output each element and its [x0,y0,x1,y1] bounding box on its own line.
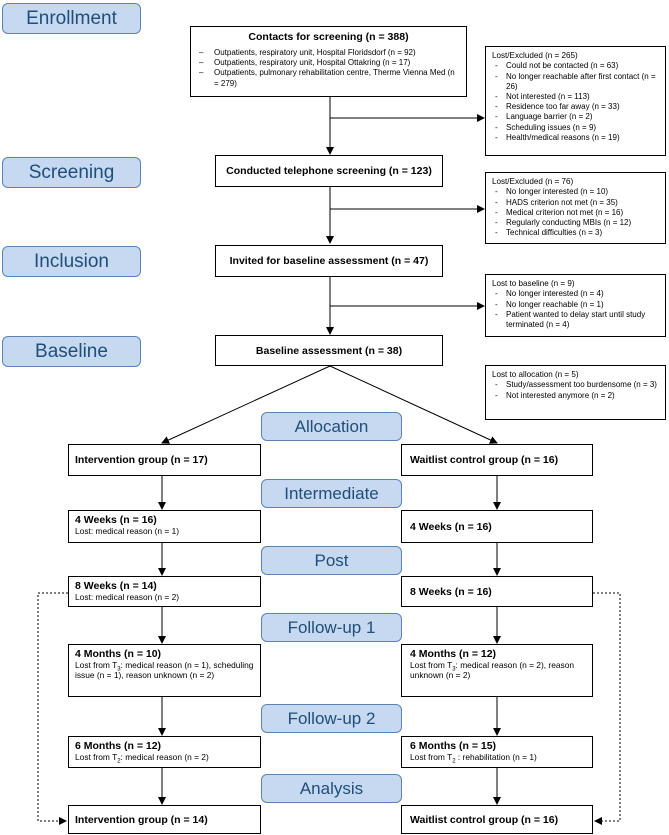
arrow-baseline-to-waitlist [329,365,498,444]
contacts-item: Outpatients, respiratory unit, Hospital … [197,58,460,68]
intervention-4months-lost-prefix: Lost from T [75,660,118,670]
intervention-6months-lost-prefix: Lost from T [75,752,118,762]
intervention-6months-lost: Lost from T2: medical reason (n = 2) [75,752,254,765]
stage-enrollment: Enrollment [2,3,141,34]
lost-allocation-item: Study/assessment too burdensome (n = 3) [492,380,661,390]
excluded1-box: Lost/Excluded (n = 265) Could not be con… [485,46,666,156]
intervention-4months-lost: Lost from T3: medical reason (n = 1), sc… [75,660,254,681]
intervention-6months-lost-suffix: : medical reason (n = 2) [120,752,209,762]
intervention-group-box: Intervention group (n = 17) [68,444,261,476]
waitlist-6months-lost: Lost from T2 : rehabilitation (n = 1) [410,752,586,765]
waitlist-4months-lost: Lost from T3: medical reason (n = 2), re… [410,660,586,681]
contacts-title: Contacts for screening (n = 388) [248,31,409,43]
excluded2-item: No longer interested (n = 10) [492,187,661,197]
phase-followup1: Follow-up 1 [261,613,402,642]
waitlist-6months-lost-prefix: Lost from T [410,752,453,762]
lost-allocation-box: Lost to allocation (n = 5) Study/assessm… [485,365,666,420]
waitlist-4weeks-box: 4 Weeks (n = 16) [401,510,593,543]
phase-allocation: Allocation [261,412,402,441]
intervention-4months-title: 4 Months (n = 10) [75,648,162,660]
excluded1-item: Health/medical reasons (n = 19) [492,133,661,143]
lost-allocation-header: Lost to allocation (n = 5) [492,370,579,379]
intervention-8weeks-lost: Lost: medical reason (n = 2) [75,592,180,602]
stage-baseline: Baseline [2,336,141,367]
excluded2-item: Regularly conducting MBIs (n = 12) [492,218,661,228]
lost-baseline-item: No longer reachable (n = 1) [492,300,661,310]
intervention-6months-title: 6 Months (n = 12) [75,740,162,752]
waitlist-4months-lost-prefix: Lost from T [410,660,453,670]
intervention-8weeks-title: 8 Weeks (n = 14) [75,580,157,592]
phase-analysis: Analysis [261,774,402,803]
excluded2-header: Lost/Excluded (n = 76) [492,177,574,186]
excluded1-item: Language barrier (n = 2) [492,112,661,122]
lost-allocation-item: Not interested anymore (n = 2) [492,391,661,401]
waitlist-8weeks-title: 8 Weeks (n = 16) [410,585,492,598]
waitlist-4months-box: 4 Months (n = 12) Lost from T3: medical … [401,644,593,697]
waitlist-analysis-title: Waitlist control group (n = 16) [410,813,559,826]
waitlist-6months-box: 6 Months (n = 15) Lost from T2 : rehabil… [401,736,593,768]
waitlist-4weeks-title: 4 Weeks (n = 16) [410,520,492,533]
waitlist-8weeks-box: 8 Weeks (n = 16) [401,576,593,607]
excluded2-box: Lost/Excluded (n = 76) No longer interes… [485,172,666,244]
contacts-item: Outpatients, pulmonary rehabilitation ce… [197,68,460,88]
intervention-group-title: Intervention group (n = 17) [75,454,208,466]
intervention-analysis-box: Intervention group (n = 14) [68,805,261,834]
waitlist-6months-title: 6 Months (n = 15) [410,740,497,752]
contacts-box: Contacts for screening (n = 388) Outpati… [190,26,467,97]
waitlist-group-title: Waitlist control group (n = 16) [410,454,559,466]
intervention-6months-box: 6 Months (n = 12) Lost from T2: medical … [68,736,261,768]
dotted-connector-waitlist [593,592,621,825]
excluded2-item: Technical difficulties (n = 3) [492,228,661,238]
lost-baseline-item: Patient wanted to delay start until stud… [492,310,661,330]
lost-baseline-header: Lost to baseline (n = 9) [492,279,575,288]
excluded1-item: Not interested (n = 113) [492,92,661,102]
intervention-4weeks-box: 4 Weeks (n = 16) Lost: medical reason (n… [68,510,261,543]
intervention-4weeks-lost: Lost: medical reason (n = 1) [75,526,180,536]
stage-screening: Screening [2,157,141,188]
waitlist-analysis-box: Waitlist control group (n = 16) [401,805,593,834]
excluded1-item: No longer reachable after first contact … [492,72,661,92]
dotted-connector-intervention [37,592,68,825]
excluded1-header: Lost/Excluded (n = 265) [492,51,578,60]
screening-box: Conducted telephone screening (n = 123) [215,155,443,187]
waitlist-4months-title: 4 Months (n = 12) [410,648,497,660]
intervention-4months-box: 4 Months (n = 10) Lost from T3: medical … [68,644,261,697]
intervention-4months-lost-suffix: : medical reason (n = 1), scheduling iss… [75,660,254,681]
excluded2-item: HADS criterion not met (n = 35) [492,198,661,208]
baseline-box: Baseline assessment (n = 38) [215,335,443,366]
waitlist-6months-lost-suffix: : rehabilitation (n = 1) [455,752,537,762]
invited-box: Invited for baseline assessment (n = 47) [215,245,443,277]
intervention-4weeks-title: 4 Weeks (n = 16) [75,514,157,526]
arrow-baseline-to-intervention [161,365,331,444]
excluded1-item: Scheduling issues (n = 9) [492,123,661,133]
stage-inclusion: Inclusion [2,246,141,277]
excluded1-item: Residence too far away (n = 33) [492,102,661,112]
waitlist-6months-lost-sub: 2 [452,758,456,765]
intervention-6months-lost-sub: 2 [117,758,121,765]
contacts-item: Outpatients, respiratory unit, Hospital … [197,48,460,58]
phase-intermediate: Intermediate [261,479,402,508]
waitlist-group-box: Waitlist control group (n = 16) [401,444,593,476]
phase-post: Post [261,546,402,575]
intervention-analysis-title: Intervention group (n = 14) [75,813,208,826]
lost-baseline-box: Lost to baseline (n = 9) No longer inter… [485,274,666,337]
invited-title: Invited for baseline assessment (n = 47) [229,255,429,267]
phase-followup2: Follow-up 2 [261,704,402,733]
waitlist-4months-lost-suffix: : medical reason (n = 2), reason unknown… [410,660,575,681]
excluded2-item: Medical criterion not met (n = 16) [492,208,661,218]
excluded1-item: Could not be contacted (n = 63) [492,61,661,71]
baseline-title: Baseline assessment (n = 38) [255,344,403,357]
lost-baseline-item: No longer interested (n = 4) [492,289,661,299]
screening-title: Conducted telephone screening (n = 123) [226,165,432,177]
intervention-8weeks-box: 8 Weeks (n = 14) Lost: medical reason (n… [68,576,261,607]
